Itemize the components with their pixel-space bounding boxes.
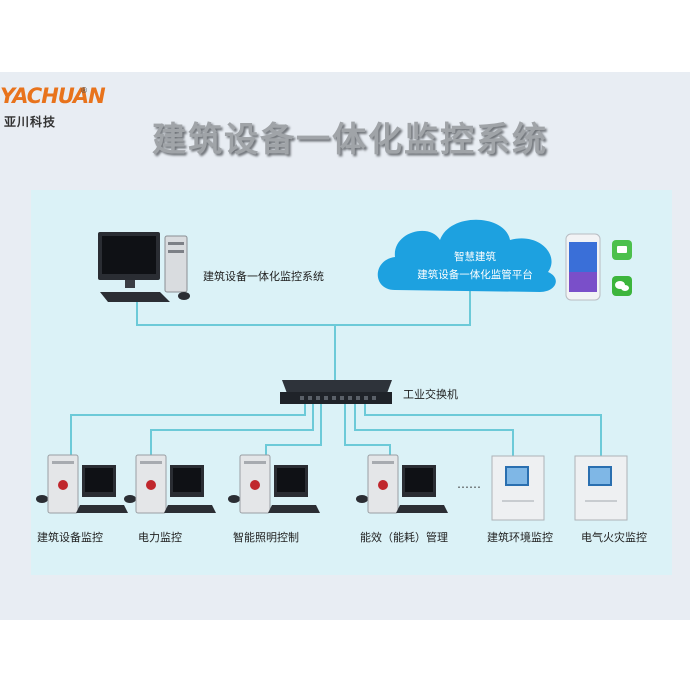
app-icon-green [612,240,632,260]
smartphone-icon [565,233,601,301]
company-logo: YACHUAN ® 亚川科技 [0,84,110,134]
line-ws-cloud [136,290,471,326]
pc-icon [356,454,448,514]
switch-label: 工业交换机 [403,387,458,401]
subsystem-label-environment: 建筑环境监控 [487,530,553,544]
logo-mark: YACHUAN [0,84,106,108]
cloud-icon [377,219,556,292]
workstation-icon [98,232,190,302]
switch-icon [280,380,392,404]
logo-registered: ® [80,86,88,95]
ellipsis-text: …… [457,477,481,491]
pc-icon [36,454,128,514]
cabinet-icon [491,455,545,521]
subsystem-label-energy: 能效（能耗）管理 [360,530,448,544]
line-sub-2 [150,403,314,460]
subsystem-label-building: 建筑设备监控 [37,530,103,544]
cloud-label-1: 智慧建筑 [454,250,496,263]
wechat-icon [612,276,632,296]
subsystem-label-lighting: 智能照明控制 [233,530,299,544]
cloud-label-2: 建筑设备一体化监管平台 [417,268,533,281]
line-sub-6 [364,403,602,460]
cabinet-icon [574,455,628,521]
line-sub-3 [265,403,322,460]
line-sub-1 [70,403,306,460]
logo-subtitle: 亚川科技 [4,115,57,129]
page-title: 建筑设备一体化监控系统 [152,120,548,160]
workstation-label: 建筑设备一体化监控系统 [203,269,324,283]
line-sub-4 [344,403,391,460]
pc-icon [124,454,216,514]
subsystem-label-fire: 电气火灾监控 [581,530,647,544]
pc-icon [228,454,320,514]
subsystem-label-power: 电力监控 [138,530,182,544]
connection-lines [70,290,602,460]
line-sub-5 [354,403,514,460]
